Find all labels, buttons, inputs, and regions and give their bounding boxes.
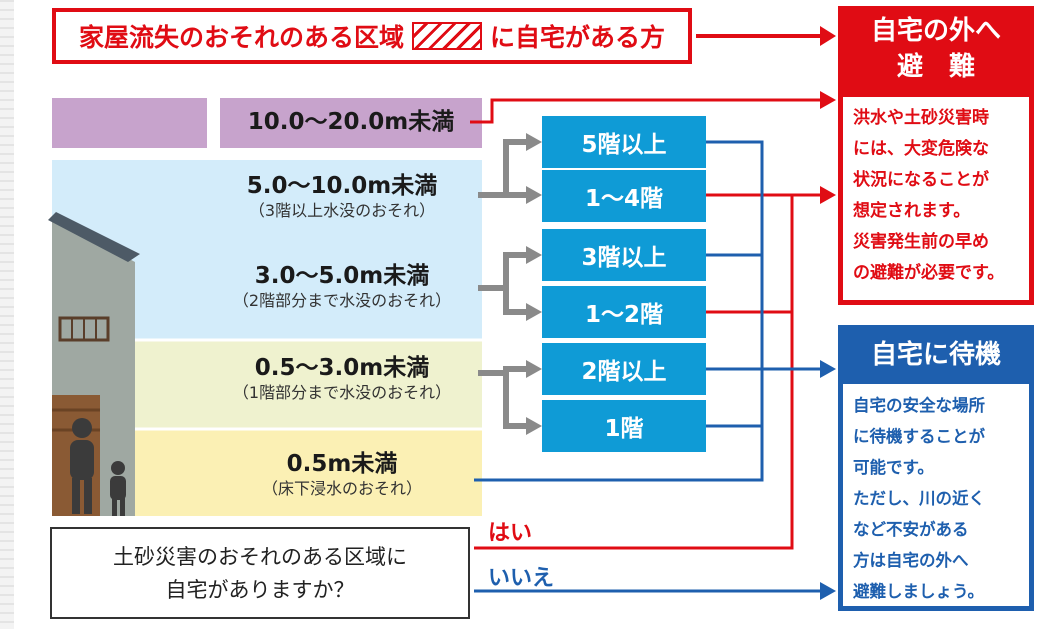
stay-description: 自宅の安全な場所 に待機することが 可能です。 ただし、川の近く など不安がある… xyxy=(838,379,1034,611)
stay-line: 可能です。 xyxy=(853,458,934,477)
band-depth: 10.0〜20.0m未満 xyxy=(247,109,455,135)
band-lightblue-1 xyxy=(52,160,482,250)
floor-box-3plus: 3階以上 xyxy=(542,229,706,281)
band-note: （3階以上水没のおそれ） xyxy=(248,201,436,220)
stay-line: など不安がある xyxy=(853,520,969,539)
stay-line: 避難しましょう。 xyxy=(853,582,985,601)
band-label-1: 10.0〜20.0m未満 xyxy=(220,108,482,136)
evacuate-line: 洪水や土砂災害時 xyxy=(853,108,989,128)
question-line2: 自宅がありますか？ xyxy=(165,578,355,602)
band-depth: 0.5〜3.0m未満 xyxy=(254,355,430,381)
band-purple-right xyxy=(220,98,482,148)
band-label-3: 3.0〜5.0m未満 （2階部分まで水没のおそれ） xyxy=(202,262,482,312)
stay-line: 方は自宅の外へ xyxy=(853,551,969,570)
band-depth: 5.0〜10.0m未満 xyxy=(246,173,438,199)
floor-box-2plus: 2階以上 xyxy=(542,343,706,395)
band-depth: 0.5m未満 xyxy=(286,451,398,477)
answer-no-label: いいえ xyxy=(488,566,555,591)
title-text-after: に自宅がある方 xyxy=(490,23,666,52)
band-note: （1階部分まで水没のおそれ） xyxy=(232,383,452,402)
people-silhouette xyxy=(70,418,126,516)
floor-box-1to4: 1〜4階 xyxy=(542,170,706,222)
question-line1: 土砂災害のおそれのある区域に xyxy=(113,545,407,569)
stay-heading: 自宅に待機 xyxy=(838,325,1034,379)
evacuate-heading-line2: 避 難 xyxy=(896,52,975,82)
band-note: （床下浸水のおそれ） xyxy=(261,479,422,498)
evacuate-heading-line1: 自宅の外へ xyxy=(870,16,1001,46)
evacuate-line: 想定されます。 xyxy=(853,201,971,221)
evacuate-line: の避難が必要です。 xyxy=(853,263,1005,283)
evacuate-line: 状況になることが xyxy=(853,170,989,190)
floor-box-1: 1階 xyxy=(542,400,706,452)
band-label-4: 0.5〜3.0m未満 （1階部分まで水没のおそれ） xyxy=(202,354,482,404)
evacuate-line: 災害発生前の早め xyxy=(853,232,989,252)
band-note: （2階部分まで水没のおそれ） xyxy=(232,291,452,310)
landslide-question-box: 土砂災害のおそれのある区域に 自宅がありますか？ xyxy=(50,527,470,619)
band-label-5: 0.5m未満 （床下浸水のおそれ） xyxy=(202,450,482,500)
band-depth: 3.0〜5.0m未満 xyxy=(254,263,430,289)
evacuate-description: 洪水や土砂災害時 には、大変危険な 状況になることが 想定されます。 災害発生前… xyxy=(838,92,1034,305)
hatch-pattern-icon xyxy=(412,22,482,50)
evacuate-heading: 自宅の外へ 避 難 xyxy=(838,6,1034,92)
floor-box-1to2: 1〜2階 xyxy=(542,286,706,338)
title-box: 家屋流失のおそれのある区域 に自宅がある方 xyxy=(52,8,692,64)
title-text-before: 家屋流失のおそれのある区域 xyxy=(78,23,404,52)
band-purple-left xyxy=(52,98,207,148)
floor-box-5plus: 5階以上 xyxy=(542,116,706,168)
stay-line: 自宅の安全な場所 xyxy=(853,396,985,415)
answer-yes-label: はい xyxy=(488,521,533,546)
stay-line: に待機することが xyxy=(853,427,985,446)
stay-line: ただし、川の近く xyxy=(853,489,985,508)
band-label-2: 5.0〜10.0m未満 （3階以上水没のおそれ） xyxy=(202,172,482,222)
evacuate-line: には、大変危険な xyxy=(853,139,989,159)
decorative-edge xyxy=(0,0,14,629)
